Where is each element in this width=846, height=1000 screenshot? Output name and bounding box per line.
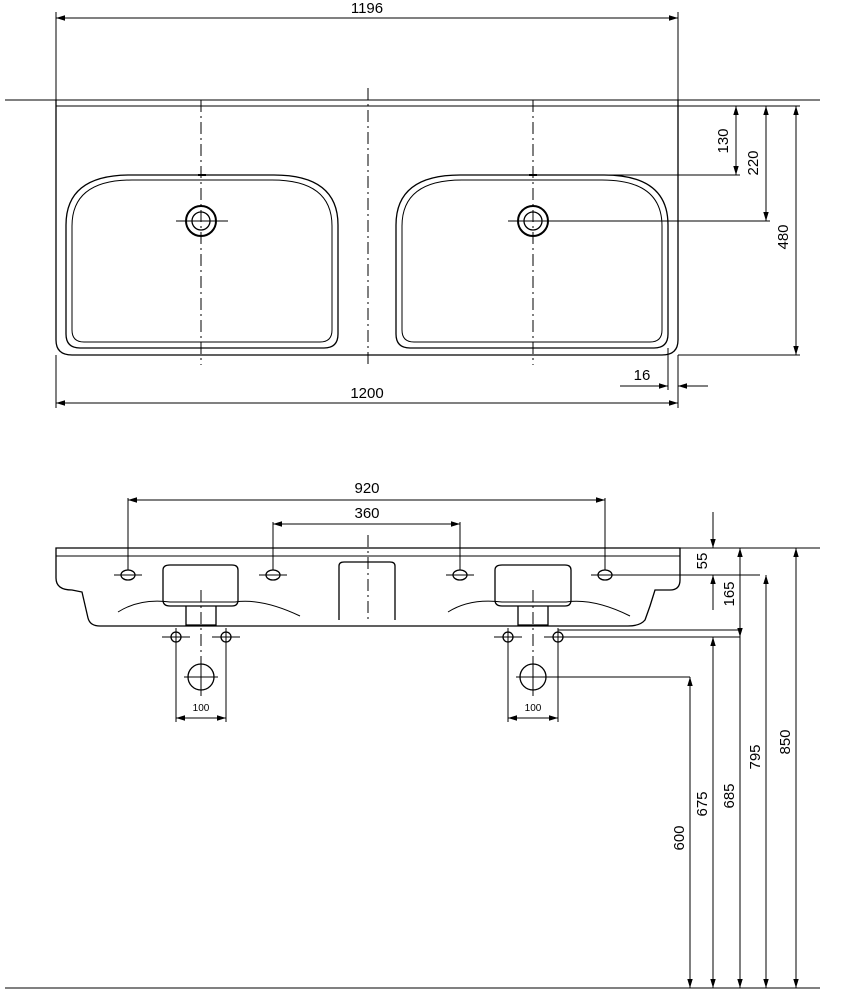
front-view: 100 100 920 360 bbox=[5, 480, 820, 989]
dim-label-600: 600 bbox=[671, 825, 688, 850]
dim-label-100-right: 100 bbox=[525, 703, 542, 714]
dim-label-220: 220 bbox=[745, 150, 762, 175]
right-overflow-front bbox=[494, 564, 572, 607]
right-bowl bbox=[395, 174, 669, 349]
dim-label-100-left: 100 bbox=[193, 703, 210, 714]
top-view: 1196 1200 16 130 220 480 bbox=[5, 0, 820, 408]
dim-label-360: 360 bbox=[354, 505, 379, 522]
dim-label-1200: 1200 bbox=[350, 385, 383, 402]
dim-label-920: 920 bbox=[354, 480, 379, 497]
mounting-hole-3 bbox=[446, 569, 474, 581]
left-bowl bbox=[65, 174, 339, 349]
dim-label-675: 675 bbox=[694, 791, 711, 816]
mounting-hole-2 bbox=[259, 569, 287, 581]
mounting-hole-1 bbox=[114, 569, 142, 581]
left-trap-stub bbox=[185, 606, 217, 626]
mounting-hole-4 bbox=[591, 569, 760, 581]
dim-label-130: 130 bbox=[715, 128, 732, 153]
dim-label-480: 480 bbox=[775, 224, 792, 249]
countertop-outline bbox=[55, 100, 679, 356]
right-trap-stub bbox=[517, 606, 549, 626]
left-supply-connections: 100 bbox=[162, 590, 240, 722]
dim-label-850: 850 bbox=[777, 729, 794, 754]
basin-front-profile bbox=[55, 547, 681, 627]
dim-label-685: 685 bbox=[721, 783, 738, 808]
dim-label-16: 16 bbox=[634, 367, 651, 384]
dim-label-1196: 1196 bbox=[351, 0, 383, 17]
dim-label-165: 165 bbox=[721, 581, 738, 606]
right-supply-connections: 100 bbox=[494, 590, 740, 722]
middle-support bbox=[338, 561, 396, 620]
dim-label-55: 55 bbox=[694, 553, 711, 570]
dim-label-795: 795 bbox=[747, 744, 764, 769]
left-overflow-front bbox=[162, 564, 239, 607]
